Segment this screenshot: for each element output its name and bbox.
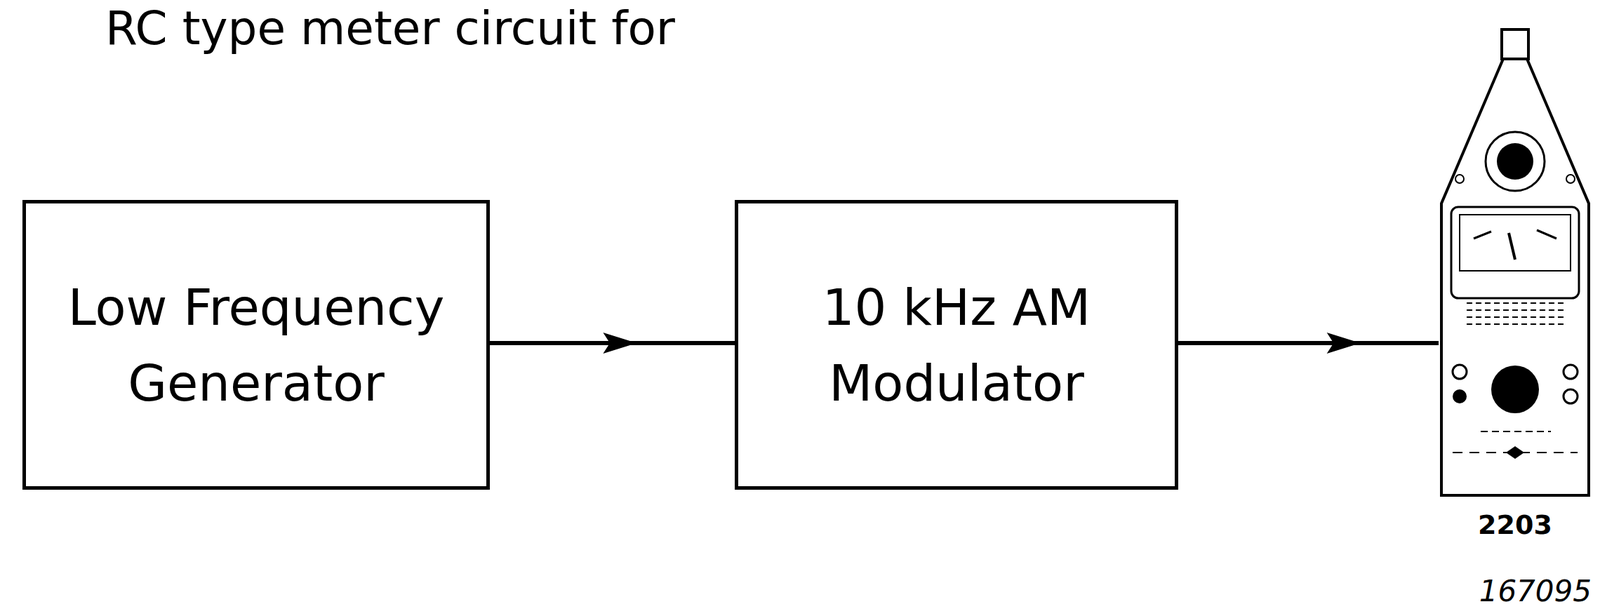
socket bbox=[1563, 364, 1578, 379]
signal-line bbox=[1178, 341, 1439, 346]
legend-lines bbox=[1466, 323, 1564, 325]
legend-lines bbox=[1466, 316, 1564, 318]
legend-lines bbox=[1466, 309, 1564, 311]
box-label: Low Frequency Generator bbox=[25, 262, 487, 429]
signal-arrow bbox=[489, 332, 735, 354]
microphone bbox=[1501, 29, 1529, 59]
box-label: 10 kHz AM Modulator bbox=[738, 262, 1175, 429]
arrowhead bbox=[1327, 332, 1361, 354]
needle bbox=[1508, 232, 1516, 260]
meter-window bbox=[1451, 207, 1579, 299]
screw bbox=[1566, 174, 1575, 184]
range-dial bbox=[1485, 131, 1545, 191]
meter-body bbox=[1441, 58, 1589, 496]
figure-number: 167095 bbox=[1479, 574, 1592, 609]
panel-text bbox=[1480, 430, 1551, 433]
switch bbox=[1505, 446, 1525, 459]
screw bbox=[1455, 174, 1464, 184]
process-box: 10 kHz AM Modulator bbox=[734, 200, 1179, 490]
socket bbox=[1563, 389, 1578, 404]
socket bbox=[1452, 364, 1467, 379]
arrowhead bbox=[602, 332, 637, 354]
scale-marks bbox=[1473, 230, 1557, 239]
sound-level-meter bbox=[1438, 28, 1592, 499]
function-knob bbox=[1491, 365, 1539, 414]
dial-knob bbox=[1496, 143, 1534, 180]
meter-scale bbox=[1459, 214, 1571, 271]
socket bbox=[1452, 389, 1467, 404]
heading-fragment: RC type meter circuit for bbox=[105, 1, 676, 56]
signal-arrow bbox=[1178, 332, 1439, 354]
model-number: 2203 bbox=[1438, 509, 1592, 541]
legend-lines bbox=[1466, 302, 1564, 304]
process-box: Low Frequency Generator bbox=[22, 200, 490, 490]
meter-node: 2203 bbox=[1438, 28, 1592, 541]
